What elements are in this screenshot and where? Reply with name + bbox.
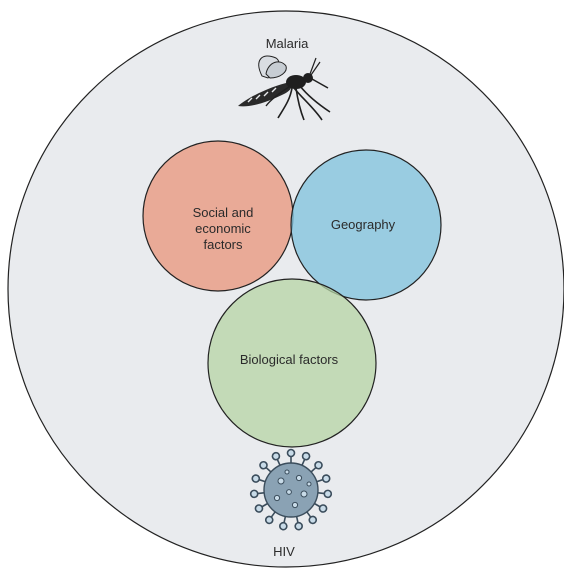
venn-circles — [142, 140, 442, 448]
circle-biological — [207, 278, 377, 448]
circle-geography — [290, 149, 442, 301]
mosquito-icon — [238, 55, 331, 121]
geography-label: Geography — [330, 217, 396, 232]
virus-icon — [249, 448, 333, 531]
biological-label: Biological factors — [239, 352, 339, 367]
hiv-label: HIV — [273, 544, 295, 559]
social-economic-label: Social and economic factors — [192, 205, 254, 252]
malaria-label: Malaria — [265, 36, 309, 51]
